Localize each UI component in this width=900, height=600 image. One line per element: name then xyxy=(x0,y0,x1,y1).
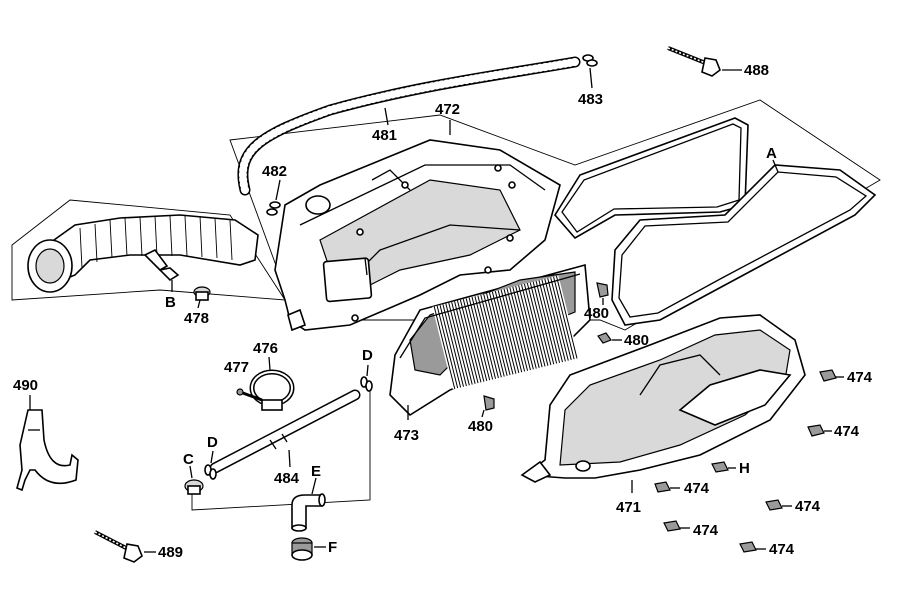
screw-474-2 xyxy=(807,424,825,437)
gasket-A xyxy=(611,164,877,326)
callout-474-d: 474 xyxy=(795,498,821,515)
callout-484: 484 xyxy=(274,470,300,487)
callout-F: F xyxy=(328,539,337,556)
bolt-489 xyxy=(94,530,143,563)
callout-473: 473 xyxy=(394,427,419,444)
callout-488: 488 xyxy=(744,62,769,79)
hose-clip-482 xyxy=(266,201,281,216)
callout-489: 489 xyxy=(158,544,183,561)
callout-471: 471 xyxy=(616,499,641,516)
screw-474-3 xyxy=(654,481,671,493)
callout-474-c: 474 xyxy=(684,480,710,497)
hose-clamp-476 xyxy=(249,369,295,411)
screw-480-b xyxy=(597,332,612,344)
hose-clip-483 xyxy=(582,54,598,67)
callout-483: 483 xyxy=(578,91,603,108)
air-box-cover-471 xyxy=(520,314,806,483)
callout-D-upper: D xyxy=(362,347,373,364)
callout-481: 481 xyxy=(372,127,397,144)
clip-D-lower xyxy=(204,464,217,480)
screw-474-4 xyxy=(765,499,783,511)
callout-474-e: 474 xyxy=(693,522,719,539)
callout-472: 472 xyxy=(435,101,460,118)
callout-480-c: 480 xyxy=(468,418,493,435)
intake-duct xyxy=(27,214,259,293)
callout-480-b: 480 xyxy=(624,332,649,349)
callout-482: 482 xyxy=(262,163,287,180)
screw-477 xyxy=(236,388,263,402)
callout-C: C xyxy=(183,451,194,468)
duct-clip xyxy=(158,267,180,282)
screw-480-c xyxy=(483,395,495,411)
callout-H: H xyxy=(739,460,750,477)
elbow-E xyxy=(291,493,326,532)
screw-H xyxy=(711,461,729,473)
callout-474-a: 474 xyxy=(847,369,873,386)
callout-E: E xyxy=(311,463,321,480)
plug-F xyxy=(291,537,313,561)
screw-480-a xyxy=(596,282,609,298)
callout-474-b: 474 xyxy=(834,423,860,440)
screw-474-1 xyxy=(819,369,837,382)
drain-tube-484 xyxy=(209,389,361,474)
clamp-group-outline xyxy=(191,390,371,511)
callout-476: 476 xyxy=(253,340,278,357)
plug-478 xyxy=(193,286,211,301)
screw-474-5 xyxy=(663,520,681,532)
air-box-housing-472 xyxy=(274,139,561,332)
screw-474-6 xyxy=(739,541,757,553)
callout-474-f: 474 xyxy=(769,541,795,558)
bolt-488 xyxy=(667,46,721,77)
callout-478: 478 xyxy=(184,310,209,327)
callout-477: 477 xyxy=(224,359,249,376)
callout-480-a: 480 xyxy=(584,305,609,322)
clip-D-upper xyxy=(360,376,373,392)
callout-490: 490 xyxy=(13,377,38,394)
callout-A: A xyxy=(766,145,777,162)
callout-B: B xyxy=(165,294,176,311)
callout-D-lower: D xyxy=(207,434,218,451)
air-filter-element-473 xyxy=(389,263,591,417)
bracket-490 xyxy=(16,409,79,492)
plug-C xyxy=(184,479,204,495)
